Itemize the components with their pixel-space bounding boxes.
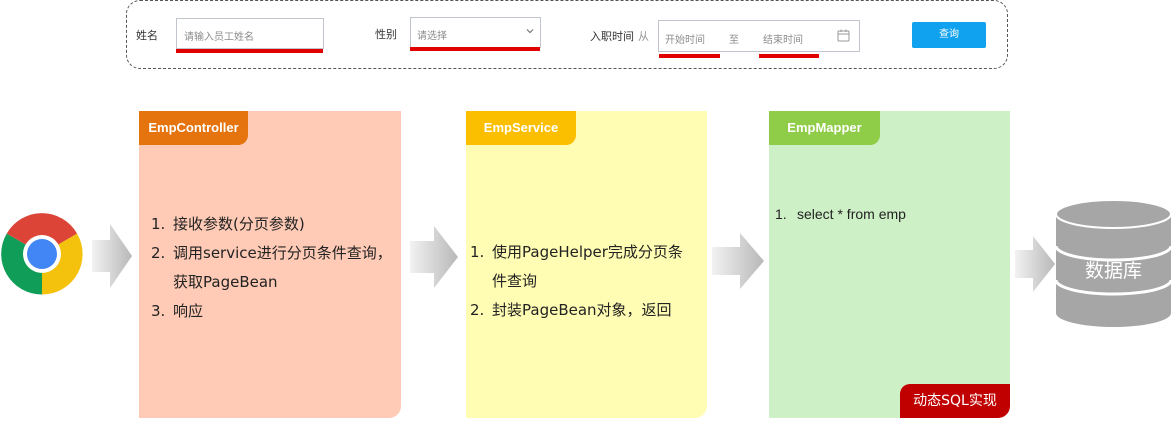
step-text: 响应 <box>173 302 204 320</box>
gender-label: 性别 <box>375 28 397 41</box>
controller-layer: EmpController 1. 接收参数(分页参数) 2. 调用service进行… <box>139 111 401 418</box>
calendar-icon <box>837 29 850 45</box>
gender-select[interactable]: 请选择 <box>410 17 541 48</box>
database-icon <box>1054 199 1172 331</box>
name-input-placeholder: 请输入员工姓名 <box>184 32 254 43</box>
arrow-to-mapper <box>712 233 764 289</box>
list-item: 1. 使用PageHelper完成分页条 <box>470 238 707 267</box>
list-item: 1. 接收参数(分页参数) <box>151 210 401 239</box>
step-number: 2. <box>151 244 166 262</box>
chrome-browser-icon <box>1 213 83 299</box>
list-item: 3. 响应 <box>151 297 401 326</box>
name-label: 姓名 <box>136 29 158 42</box>
step-text: 件查询 <box>492 272 538 290</box>
end-date-input[interactable]: 结束时间 <box>763 35 803 46</box>
label-fragment: 从 <box>638 30 649 43</box>
chevron-down-icon <box>525 26 535 39</box>
mapper-layer: EmpMapper 1. select * from emp 动态SQL实现 <box>769 111 1010 418</box>
list-item: 件查询 <box>470 267 707 296</box>
step-text: 封装PageBean对象，返回 <box>492 301 672 319</box>
service-title: EmpService <box>466 111 576 145</box>
arrow-to-service <box>410 226 458 288</box>
arrow-to-controller <box>92 224 132 288</box>
step-number: 1. <box>151 215 166 233</box>
name-highlight-line <box>176 49 323 53</box>
step-number: 1. <box>470 243 485 261</box>
step-text: 获取PageBean <box>173 273 278 291</box>
query-button[interactable]: 查询 <box>912 22 986 48</box>
service-layer: EmpService 1. 使用PageHelper完成分页条 件查询 2. 封装P… <box>466 111 707 418</box>
dynamic-sql-badge: 动态SQL实现 <box>900 384 1010 418</box>
gender-highlight-line <box>410 47 540 51</box>
list-item: 1. select * from emp <box>775 200 1005 229</box>
step-number: 1. <box>775 206 787 222</box>
step-number: 3. <box>151 302 166 320</box>
arrow-to-database <box>1015 236 1055 292</box>
start-date-input[interactable]: 开始时间 <box>665 35 705 46</box>
start-date-highlight-line <box>659 54 720 58</box>
list-item: 2. 封装PageBean对象，返回 <box>470 296 707 325</box>
mapper-steps: 1. select * from emp <box>775 200 1005 229</box>
controller-title: EmpController <box>139 111 248 145</box>
gender-select-placeholder: 请选择 <box>417 31 447 42</box>
controller-steps: 1. 接收参数(分页参数) 2. 调用service进行分页条件查询， 获取Page… <box>151 210 401 326</box>
mapper-title: EmpMapper <box>769 111 880 145</box>
step-text: 接收参数(分页参数) <box>173 215 305 233</box>
name-input[interactable]: 请输入员工姓名 <box>176 18 324 49</box>
step-text: 调用service进行分页条件查询， <box>173 244 392 262</box>
entry-time-label: 入职时间从 <box>590 28 649 44</box>
list-item: 2. 调用service进行分页条件查询， <box>151 239 401 268</box>
range-separator: 至 <box>729 35 739 46</box>
database-label: 数据库 <box>1084 260 1142 282</box>
step-text: 使用PageHelper完成分页条 <box>492 243 683 261</box>
search-form <box>126 0 1008 69</box>
step-text: select * from emp <box>797 206 906 222</box>
entry-time-label-text: 入职时间 <box>590 30 634 43</box>
end-date-highlight-line <box>759 54 819 58</box>
step-number: 2. <box>470 301 485 319</box>
service-steps: 1. 使用PageHelper完成分页条 件查询 2. 封装PageBean对象，返… <box>470 238 707 325</box>
list-item: 获取PageBean <box>151 268 401 297</box>
date-range-picker[interactable]: 开始时间 至 结束时间 <box>658 20 860 52</box>
